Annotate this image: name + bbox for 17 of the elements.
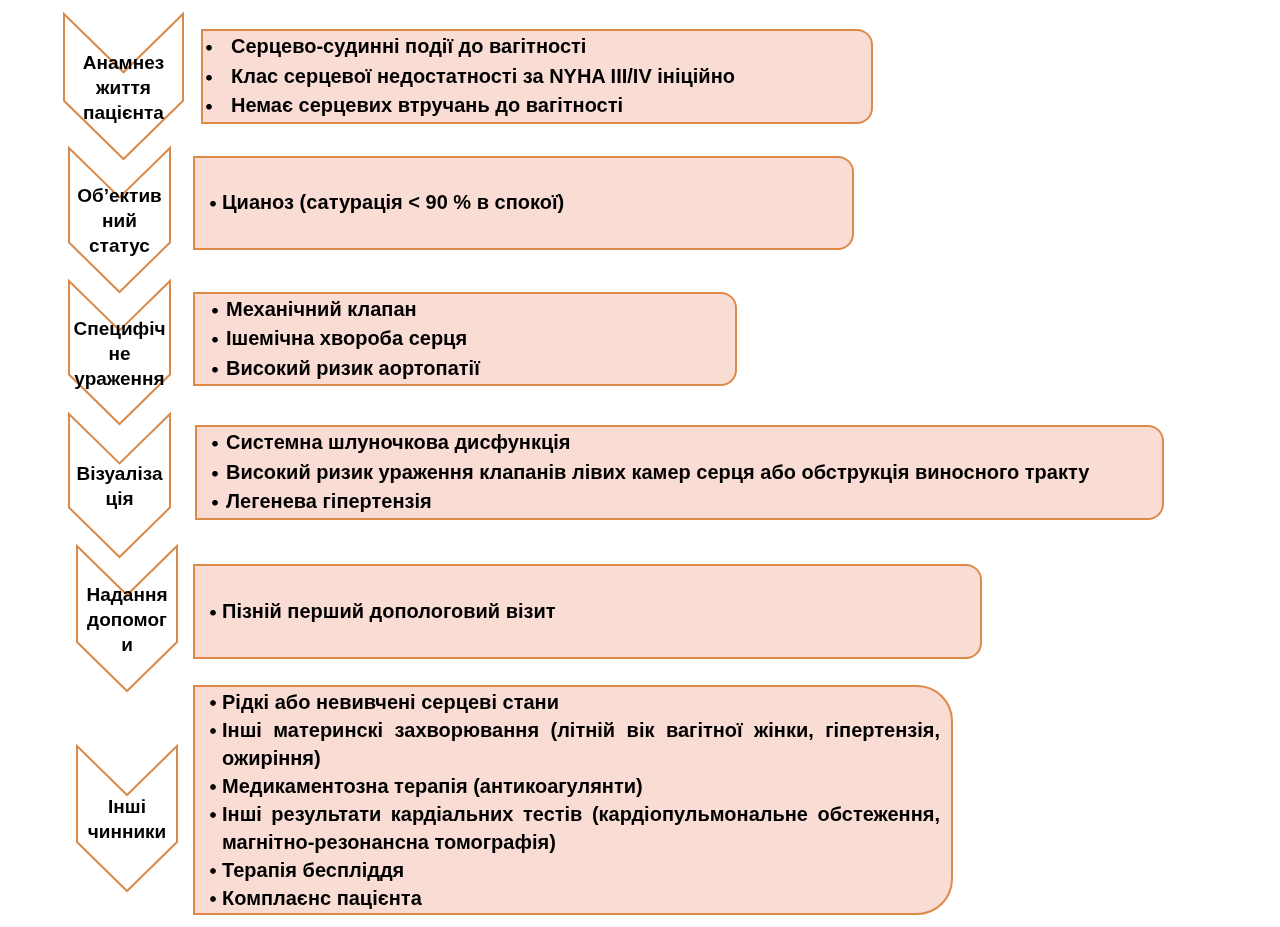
step-label: Надання допомоги (85, 582, 169, 656)
chevron-step (68, 413, 171, 558)
info-panel (201, 29, 873, 124)
info-panel (193, 564, 982, 659)
chevron-step (68, 147, 171, 293)
step-label: Інші чинники (86, 794, 168, 844)
info-panel (195, 425, 1164, 520)
step-label: Візуалізація (75, 461, 164, 511)
step-label: Специфічне ураження (72, 316, 167, 390)
chevron-step (68, 280, 171, 425)
step-label: Об’ективний статус (76, 183, 163, 258)
info-panel (193, 156, 854, 250)
info-panel (193, 685, 953, 915)
chevron-step (63, 13, 184, 160)
chevron-step (76, 745, 178, 892)
chevron-step (76, 545, 178, 692)
info-panel (193, 292, 737, 386)
